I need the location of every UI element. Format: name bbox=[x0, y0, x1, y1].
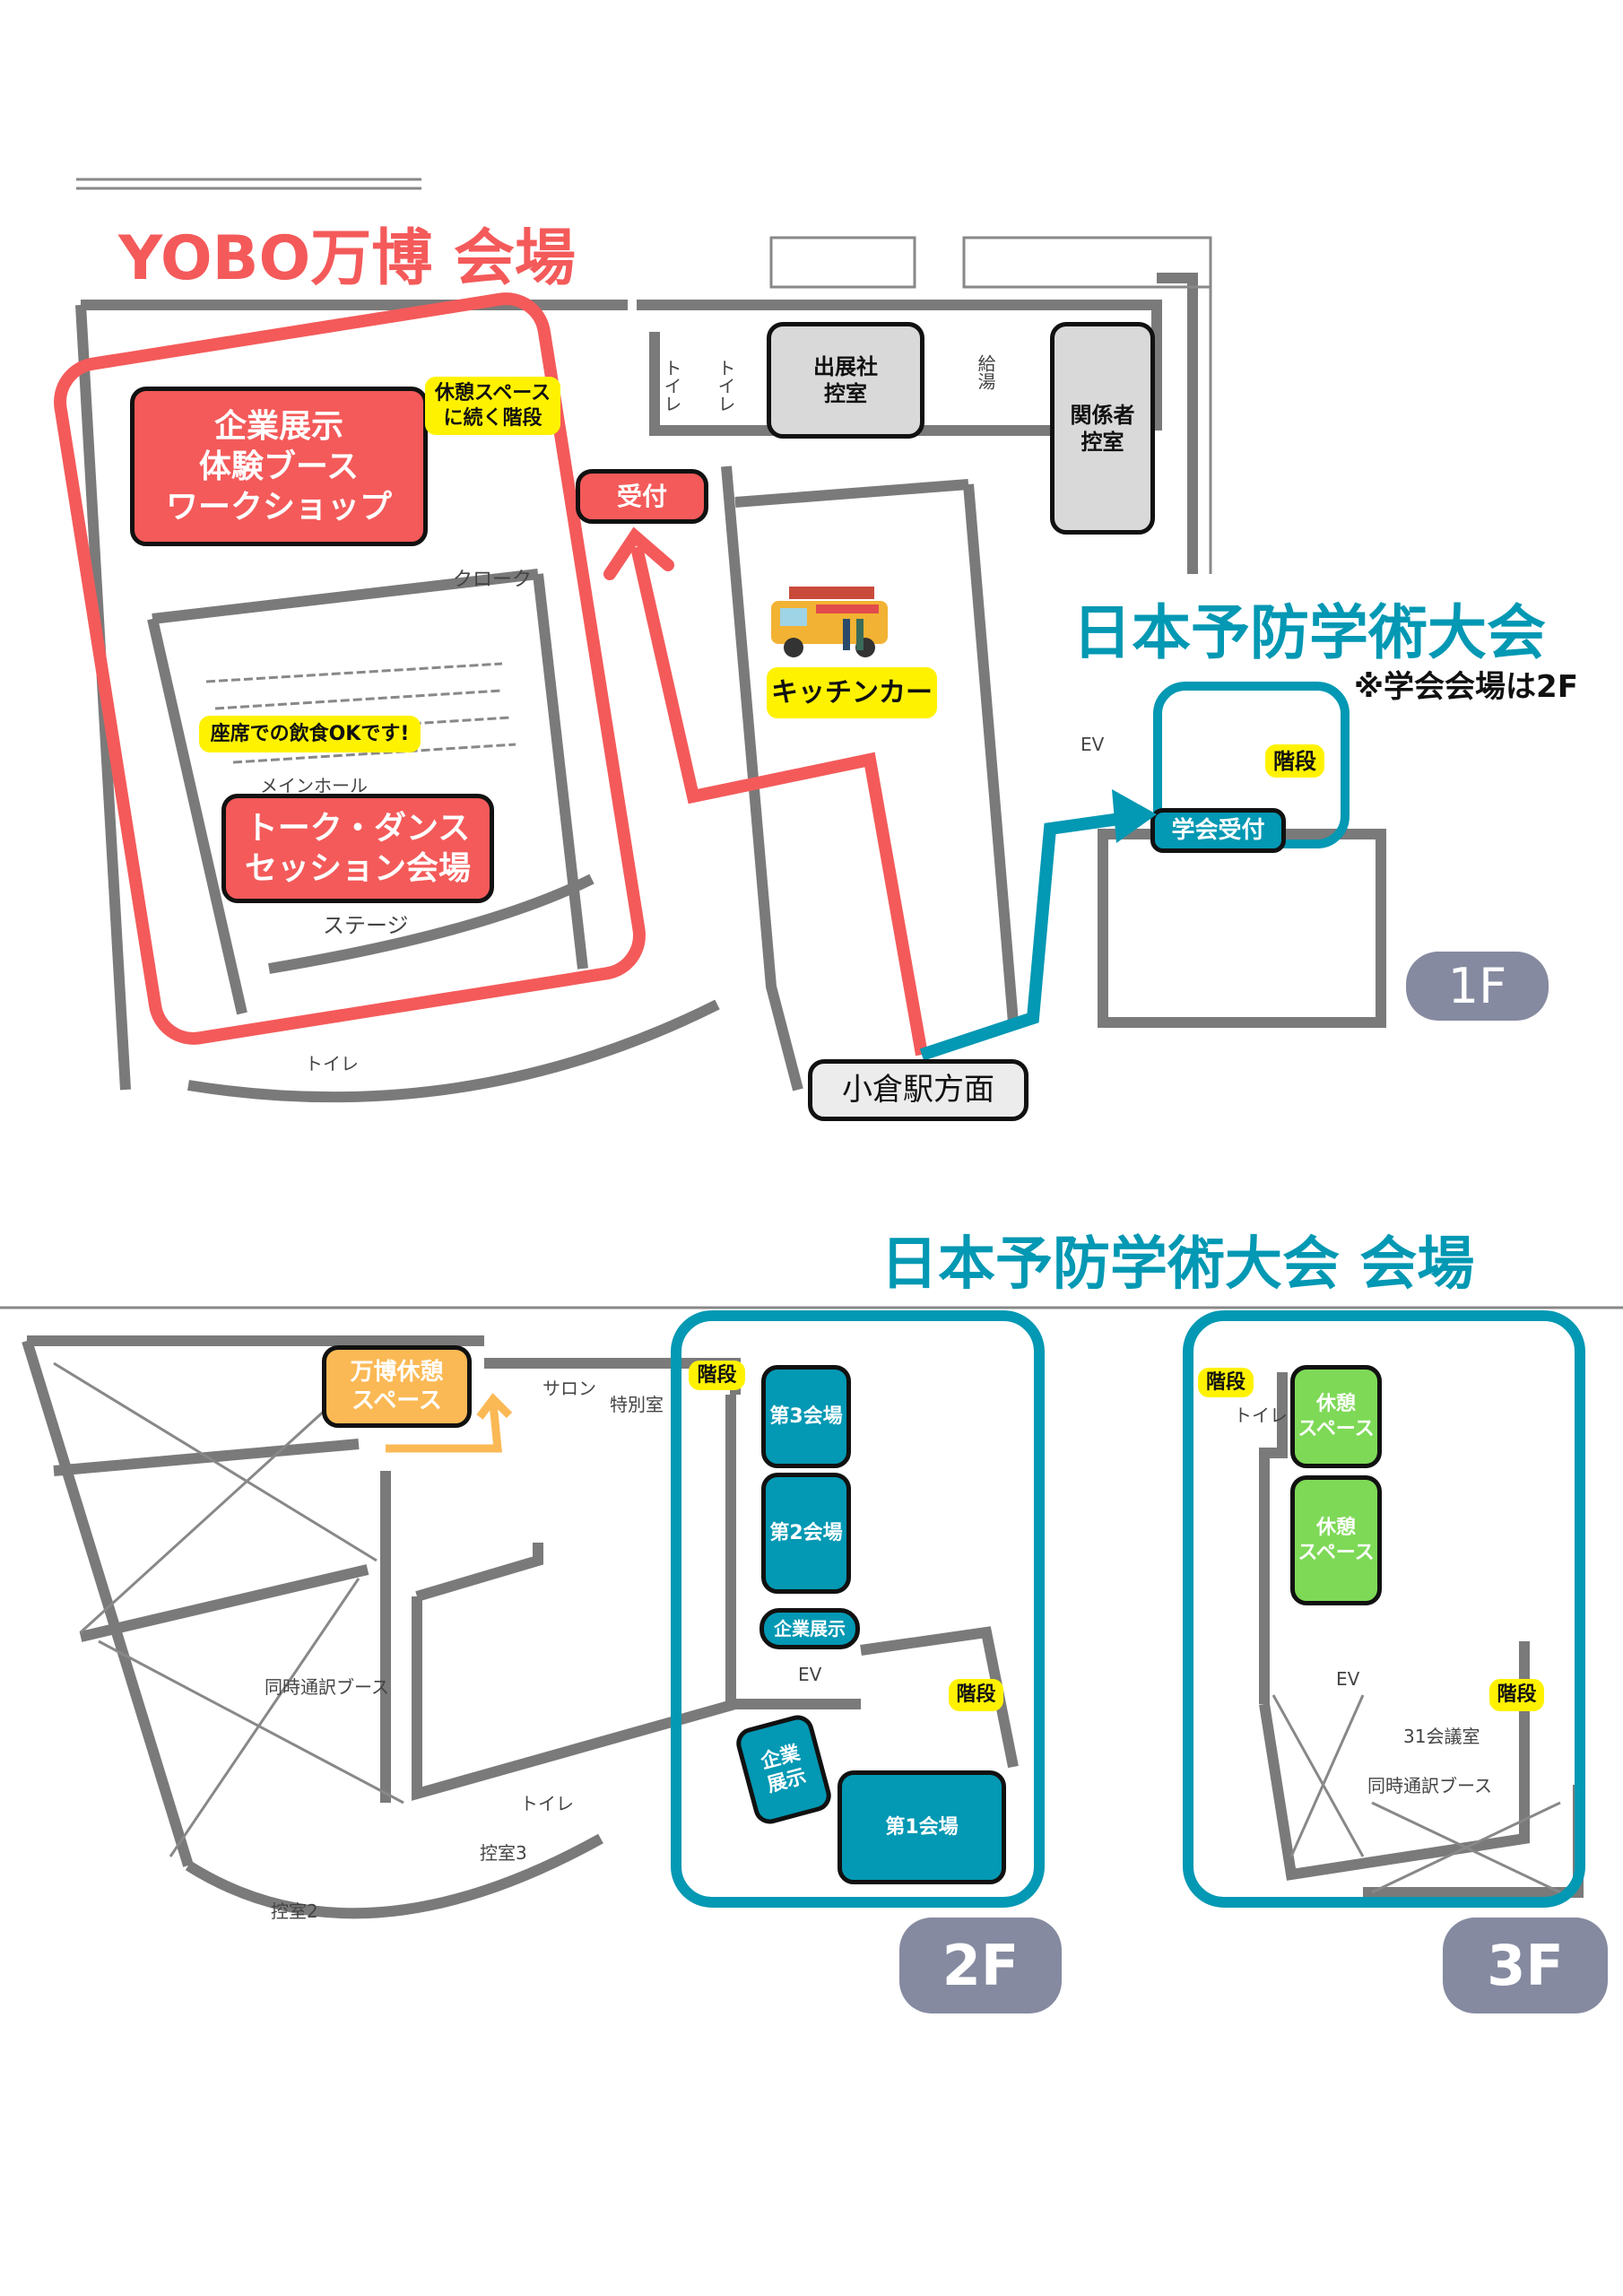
stairs-label-1f: 階段 bbox=[1265, 744, 1324, 778]
third-floor-outline bbox=[1183, 1310, 1585, 1908]
arrowhead-teal bbox=[1112, 789, 1157, 843]
main-hall-label: メインホール bbox=[260, 775, 368, 796]
waiting-room-2-label: 控室2 bbox=[271, 1900, 318, 1922]
kokura-station-direction: 小倉駅方面 bbox=[808, 1059, 1028, 1121]
waiting-room-3-label: 控室3 bbox=[480, 1842, 527, 1864]
kyuto-label: 給湯 bbox=[975, 354, 996, 390]
stairs-label-3f: 階段 bbox=[1198, 1368, 1254, 1397]
ev-label: EV bbox=[1081, 734, 1105, 755]
hall-2[interactable]: 第2会場 bbox=[761, 1473, 851, 1594]
route-arrows bbox=[603, 526, 1157, 1061]
interpreter-booth-label: 同時通訳ブース bbox=[265, 1676, 389, 1698]
ev-label: EV bbox=[798, 1664, 822, 1685]
conference-floor-note: ※学会会場は2F bbox=[1354, 669, 1578, 705]
stairs-to-rest-space-note: 休憩スペース に続く階段 bbox=[425, 377, 560, 435]
toilet-label: トイレ bbox=[1234, 1405, 1288, 1426]
yobo-expo-venue-title: YOBO万博 会場 bbox=[118, 223, 576, 294]
exhibitor-waiting-room: 出展社 控室 bbox=[767, 322, 924, 439]
stairs-label-2f: 階段 bbox=[689, 1361, 745, 1390]
stairs-label-2f-east: 階段 bbox=[949, 1679, 1003, 1711]
stairs-label-3f-east: 階段 bbox=[1489, 1679, 1544, 1711]
yobo-reception[interactable]: 受付 bbox=[576, 469, 708, 524]
seat-eating-ok-note: 座席での飲食OKです! bbox=[199, 716, 421, 752]
staff-waiting-room: 関係者 控室 bbox=[1050, 322, 1155, 535]
meeting-room-31-label: 31会議室 bbox=[1403, 1726, 1480, 1747]
kitchen-car-label: キッチンカー bbox=[767, 667, 937, 718]
expo-rest-space[interactable]: 万博休憩 スペース bbox=[322, 1345, 472, 1428]
hall-3[interactable]: 第3会場 bbox=[761, 1365, 851, 1468]
food-truck-icon bbox=[771, 587, 888, 657]
ev-label: EV bbox=[1336, 1668, 1360, 1690]
stage-label: ステージ bbox=[323, 913, 409, 938]
floor-badge-2f: 2F bbox=[899, 1918, 1062, 2013]
conference-title: 日本予防学術大会 bbox=[1072, 598, 1546, 667]
conference-venue-title: 日本予防学術大会 会場 bbox=[881, 1231, 1475, 1298]
route-arrow-to-yobo-reception bbox=[630, 545, 928, 1057]
exhibit-2f[interactable]: 企業展示 bbox=[759, 1608, 860, 1649]
special-room-label: 特別室 bbox=[610, 1394, 664, 1415]
toilet-label: トイレ bbox=[520, 1793, 574, 1814]
route-arrow-to-expo-rest bbox=[386, 1393, 513, 1453]
route-arrow-to-conference-reception bbox=[919, 810, 1140, 1061]
talk-dance-session-hall[interactable]: トーク・ダンス セッション会場 bbox=[221, 794, 494, 903]
toilet-label: トイレ bbox=[305, 1053, 359, 1074]
second-floor-outline bbox=[671, 1310, 1045, 1908]
floor-badge-3f: 3F bbox=[1443, 1918, 1608, 2013]
conference-reception[interactable]: 学会受付 bbox=[1150, 808, 1286, 853]
toilet-label: トイレ bbox=[715, 359, 736, 413]
rest-space-3f-2[interactable]: 休憩 スペース bbox=[1290, 1475, 1382, 1605]
hall-1[interactable]: 第1会場 bbox=[838, 1770, 1006, 1884]
salon-label: サロン bbox=[542, 1378, 596, 1399]
toilet-label: トイレ bbox=[661, 359, 682, 413]
interpreter-booth-label-3f: 同時通訳ブース bbox=[1367, 1775, 1492, 1796]
cloak-label: クローク bbox=[453, 569, 533, 591]
arrowhead-red bbox=[603, 526, 674, 580]
rest-space-3f-1[interactable]: 休憩 スペース bbox=[1290, 1365, 1382, 1468]
floor-badge-1f: 1F bbox=[1406, 952, 1549, 1021]
exhibit-workshop-area[interactable]: 企業展示 体験ブース ワークショップ bbox=[130, 387, 428, 546]
